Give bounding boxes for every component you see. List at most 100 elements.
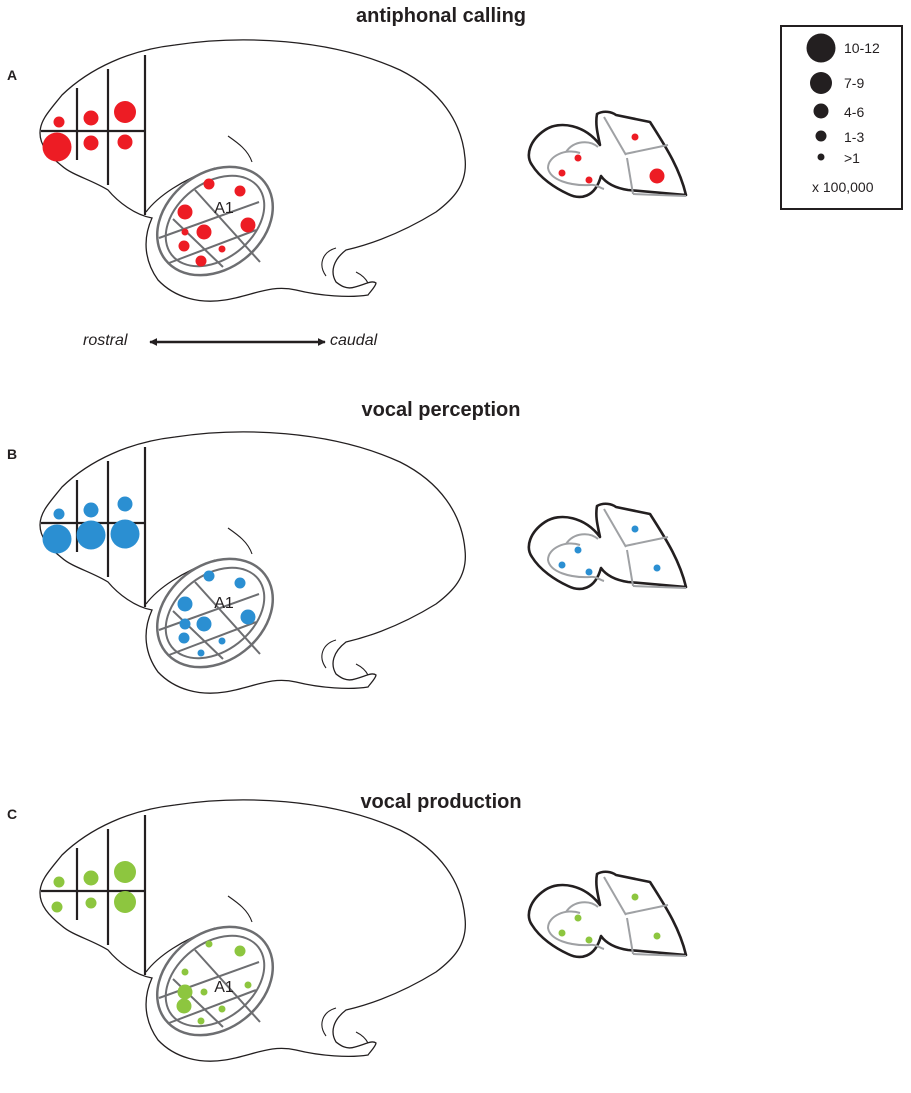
coronal-section (527, 870, 688, 959)
panel-label-a: A (7, 67, 18, 83)
cerebellum-edge (321, 1007, 337, 1037)
temporal-dot (218, 637, 226, 645)
panel-c (39, 799, 688, 1062)
temporal-dot (177, 204, 193, 220)
prefrontal-dot (110, 519, 140, 549)
legend-scale-text: x 100,000 (812, 179, 874, 195)
brainstem-edge (355, 1031, 369, 1044)
prefrontal-dot (53, 508, 65, 520)
prefrontal-dot (83, 110, 99, 126)
insula-dot (585, 568, 593, 576)
legend-label-less-than-1: >1 (844, 150, 860, 166)
panel-title-c: vocal production (360, 791, 522, 813)
brain-sulcus (227, 135, 253, 163)
temporal-dot (176, 998, 192, 1014)
axis-label-rostral: rostral (83, 332, 128, 349)
panel-label-c: C (7, 806, 18, 822)
prefrontal-dot (53, 116, 65, 128)
temporal-dot (181, 968, 189, 976)
temporal-dot (196, 616, 212, 632)
prefrontal-dot (42, 132, 72, 162)
legend-label-10-12: 10-12 (844, 40, 880, 56)
prefrontal-dot (85, 897, 97, 909)
cerebellum-edge (321, 639, 337, 669)
cerebellum-edge (321, 247, 337, 277)
insula-dot (558, 169, 566, 177)
brain-outline (39, 431, 466, 694)
panel-title-a: antiphonal calling (355, 5, 527, 27)
insula-dot (631, 133, 639, 141)
prefrontal-dot (117, 496, 133, 512)
brain-outline (39, 799, 466, 1062)
legend-marker (813, 103, 829, 119)
temporal-dot (244, 981, 252, 989)
insula-dot (631, 525, 639, 533)
temporal-dot (200, 988, 208, 996)
legend-marker (817, 153, 825, 161)
legend-box (780, 25, 903, 210)
temporal-dot (179, 618, 191, 630)
temporal-dot (178, 632, 190, 644)
prefrontal-grid (41, 815, 147, 975)
temporal-dot (205, 940, 213, 948)
temporal-dot (218, 245, 226, 253)
panel-label-b: B (7, 446, 18, 462)
brainstem-edge (355, 271, 369, 284)
insula-dot (649, 168, 665, 184)
prefrontal-dot (83, 502, 99, 518)
insula-dot (574, 914, 582, 922)
a1-label-a: A1 (214, 200, 234, 217)
a1-label-b: A1 (214, 595, 234, 612)
insula-dot (558, 561, 566, 569)
temporal-dot (234, 185, 246, 197)
coronal-section (527, 502, 688, 591)
prefrontal-dot (114, 101, 136, 123)
temporal-dot (203, 178, 215, 190)
temporal-dot (218, 1005, 226, 1013)
prefrontal-grid (41, 55, 147, 215)
insula-dot (558, 929, 566, 937)
insula-dot (585, 176, 593, 184)
temporal-dot (178, 240, 190, 252)
insula-dot (574, 546, 582, 554)
brainstem-edge (355, 663, 369, 676)
panel-b (39, 431, 688, 694)
legend-markers (806, 33, 836, 161)
temporal-dot (203, 570, 215, 582)
prefrontal-dot (83, 135, 99, 151)
insula-dot (574, 154, 582, 162)
brain-sulcus (227, 895, 253, 923)
brain-outline (39, 39, 466, 302)
temporal-region-grid (155, 165, 275, 277)
insula-dot (585, 936, 593, 944)
prefrontal-dot (83, 870, 99, 886)
temporal-dot (240, 609, 256, 625)
prefrontal-dot (76, 520, 106, 550)
brain-sulcus (227, 527, 253, 555)
legend-label-4-6: 4-6 (844, 104, 865, 120)
legend-label-7-9: 7-9 (844, 75, 865, 91)
legend-marker (806, 33, 836, 63)
insula-dot (653, 932, 661, 940)
prefrontal-dot (53, 876, 65, 888)
a1-label-c: A1 (214, 979, 234, 996)
prefrontal-dot (117, 134, 133, 150)
temporal-dot (234, 577, 246, 589)
temporal-dot (177, 596, 193, 612)
prefrontal-dot (114, 891, 136, 913)
temporal-dot (177, 984, 193, 1000)
coronal-section (527, 110, 688, 199)
temporal-dot (181, 228, 189, 236)
temporal-dot (195, 255, 207, 267)
legend-label-1-3: 1-3 (844, 129, 865, 145)
panel-a (39, 39, 688, 302)
axis-label-caudal: caudal (330, 332, 378, 349)
insula-dot (631, 893, 639, 901)
temporal-region-grid (155, 925, 275, 1037)
prefrontal-dot (114, 861, 136, 883)
panel-title-b: vocal perception (361, 399, 521, 421)
temporal-dot (234, 945, 246, 957)
temporal-dot (240, 217, 256, 233)
temporal-region-grid (155, 557, 275, 669)
